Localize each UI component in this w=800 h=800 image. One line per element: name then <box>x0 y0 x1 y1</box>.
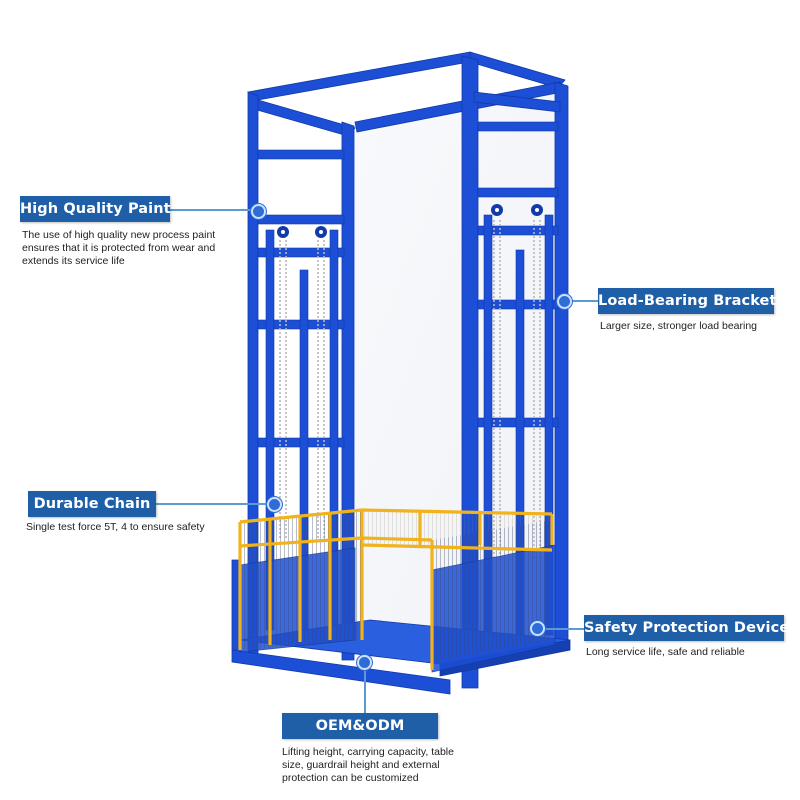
callout-title-paint: High Quality Paint <box>20 196 171 222</box>
connector-oem <box>364 665 366 714</box>
callout-desc-safety: Long service life, safe and reliable <box>586 646 745 658</box>
callout-title-oem: OEM&ODM <box>282 713 438 739</box>
callout-desc-oem: Lifting height, carrying capacity, table… <box>282 746 454 784</box>
callout-title-bracket: Load-Bearing Bracket <box>598 288 776 314</box>
marker-dot-bracket <box>557 294 572 309</box>
connector-paint <box>170 209 256 211</box>
callout-title-chain: Durable Chain <box>28 491 156 517</box>
marker-dot-oem <box>357 655 372 670</box>
guardrail <box>238 508 554 670</box>
left-column <box>257 149 345 631</box>
marker-dot-chain <box>267 497 282 512</box>
connector-chain <box>156 503 272 505</box>
callout-desc-paint: The use of high quality new process pain… <box>22 229 216 267</box>
right-column <box>477 121 559 641</box>
callout-desc-chain: Single test force 5T, 4 to ensure safety <box>26 521 205 533</box>
connector-bracket <box>568 300 598 302</box>
connector-safety <box>540 628 584 630</box>
marker-dot-paint <box>251 204 266 219</box>
callout-desc-bracket: Larger size, stronger load bearing <box>600 320 758 332</box>
callout-title-safety: Safety Protection Device <box>584 615 789 641</box>
chains <box>279 220 541 560</box>
marker-dot-safety <box>530 621 545 636</box>
